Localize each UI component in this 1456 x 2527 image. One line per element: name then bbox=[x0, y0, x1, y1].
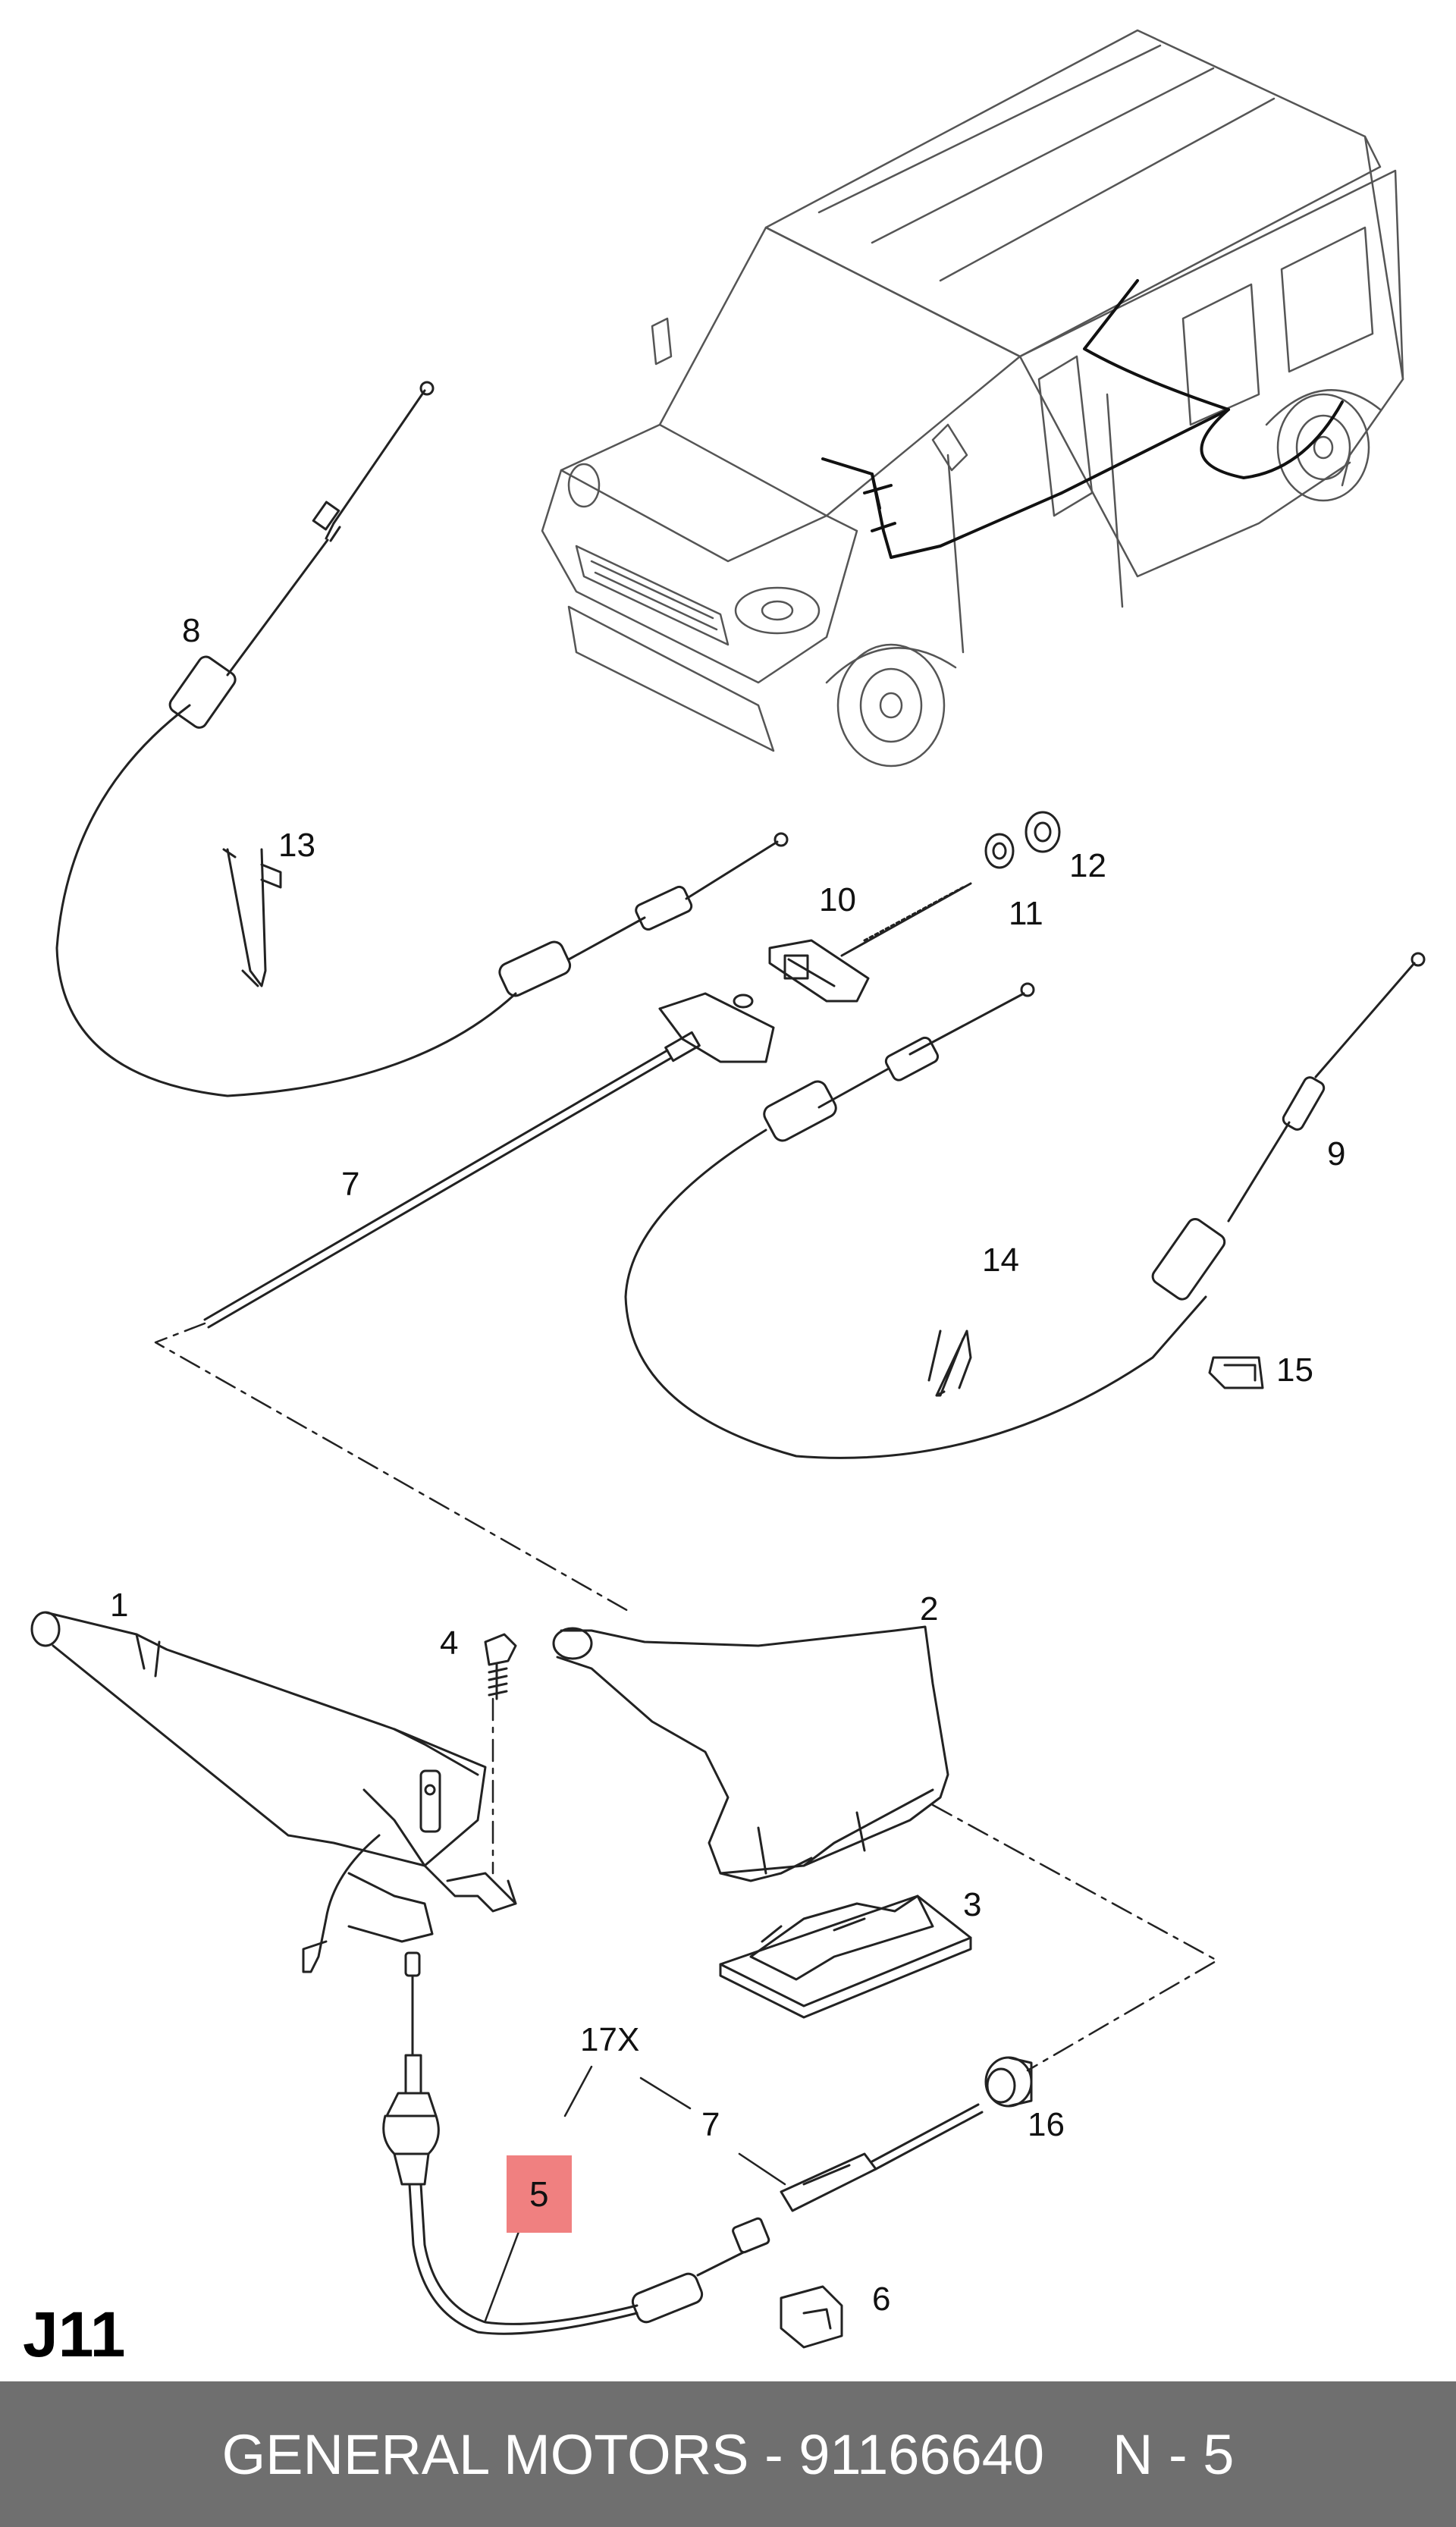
footer-brand-part: GENERAL MOTORS - 91166640 bbox=[221, 2422, 1045, 2486]
van-cable-routing bbox=[821, 279, 1344, 559]
diagram-drawing bbox=[30, 29, 1426, 2349]
parts-diagram: 1 2 3 4 5 6 7 7 8 9 10 11 12 13 14 15 16… bbox=[23, 29, 1426, 2370]
callout-1: 1 bbox=[110, 1587, 129, 1624]
clip-14-drawing bbox=[927, 1329, 972, 1397]
cable-5-drawing bbox=[382, 1951, 770, 2335]
callout-15: 15 bbox=[1276, 1351, 1313, 1389]
callout-10: 10 bbox=[819, 881, 856, 918]
callout-13: 13 bbox=[278, 827, 315, 864]
lever-1-drawing bbox=[30, 1611, 517, 1973]
clip-13-drawing bbox=[222, 848, 282, 987]
callout-8: 8 bbox=[182, 612, 201, 649]
footer-bar: GENERAL MOTORS - 91166640 N - 5 bbox=[0, 2381, 1456, 2527]
bracket-3-drawing bbox=[719, 1894, 972, 2019]
clip-6-drawing bbox=[780, 2285, 843, 2349]
callout-9: 9 bbox=[1327, 1135, 1346, 1172]
callout-2: 2 bbox=[920, 1590, 939, 1628]
callout-14: 14 bbox=[982, 1242, 1019, 1279]
cable-7-lower-drawing bbox=[780, 2103, 984, 2212]
cable-8-drawing bbox=[55, 381, 789, 1097]
nut-16-drawing bbox=[984, 2056, 1033, 2108]
callout-7-lower: 7 bbox=[701, 2106, 720, 2143]
cable-9-drawing bbox=[624, 952, 1426, 1459]
callout-12: 12 bbox=[1069, 847, 1106, 884]
cable-7-upper-drawing bbox=[203, 992, 775, 1329]
adjuster-10-drawing bbox=[768, 882, 972, 1003]
callout-6: 6 bbox=[872, 2281, 891, 2318]
callout-7-upper: 7 bbox=[341, 1166, 360, 1203]
callout-17x: 17X bbox=[580, 2021, 640, 2058]
callout-16: 16 bbox=[1028, 2106, 1065, 2143]
callout-3: 3 bbox=[963, 1886, 982, 1923]
footer-qty: N - 5 bbox=[1112, 2422, 1235, 2486]
screw-4-drawing bbox=[484, 1633, 517, 1700]
page-code: J11 bbox=[23, 2299, 126, 2370]
callout-5-highlighted: 5 bbox=[507, 2155, 572, 2233]
callout-11: 11 bbox=[1009, 895, 1043, 932]
van-illustration bbox=[541, 29, 1404, 768]
callout-4: 4 bbox=[440, 1624, 459, 1662]
boot-2-drawing bbox=[552, 1625, 949, 1882]
clip-15-drawing bbox=[1208, 1356, 1264, 1389]
dashed-guides bbox=[154, 1322, 1219, 2072]
nuts-11-12-drawing bbox=[984, 811, 1061, 869]
